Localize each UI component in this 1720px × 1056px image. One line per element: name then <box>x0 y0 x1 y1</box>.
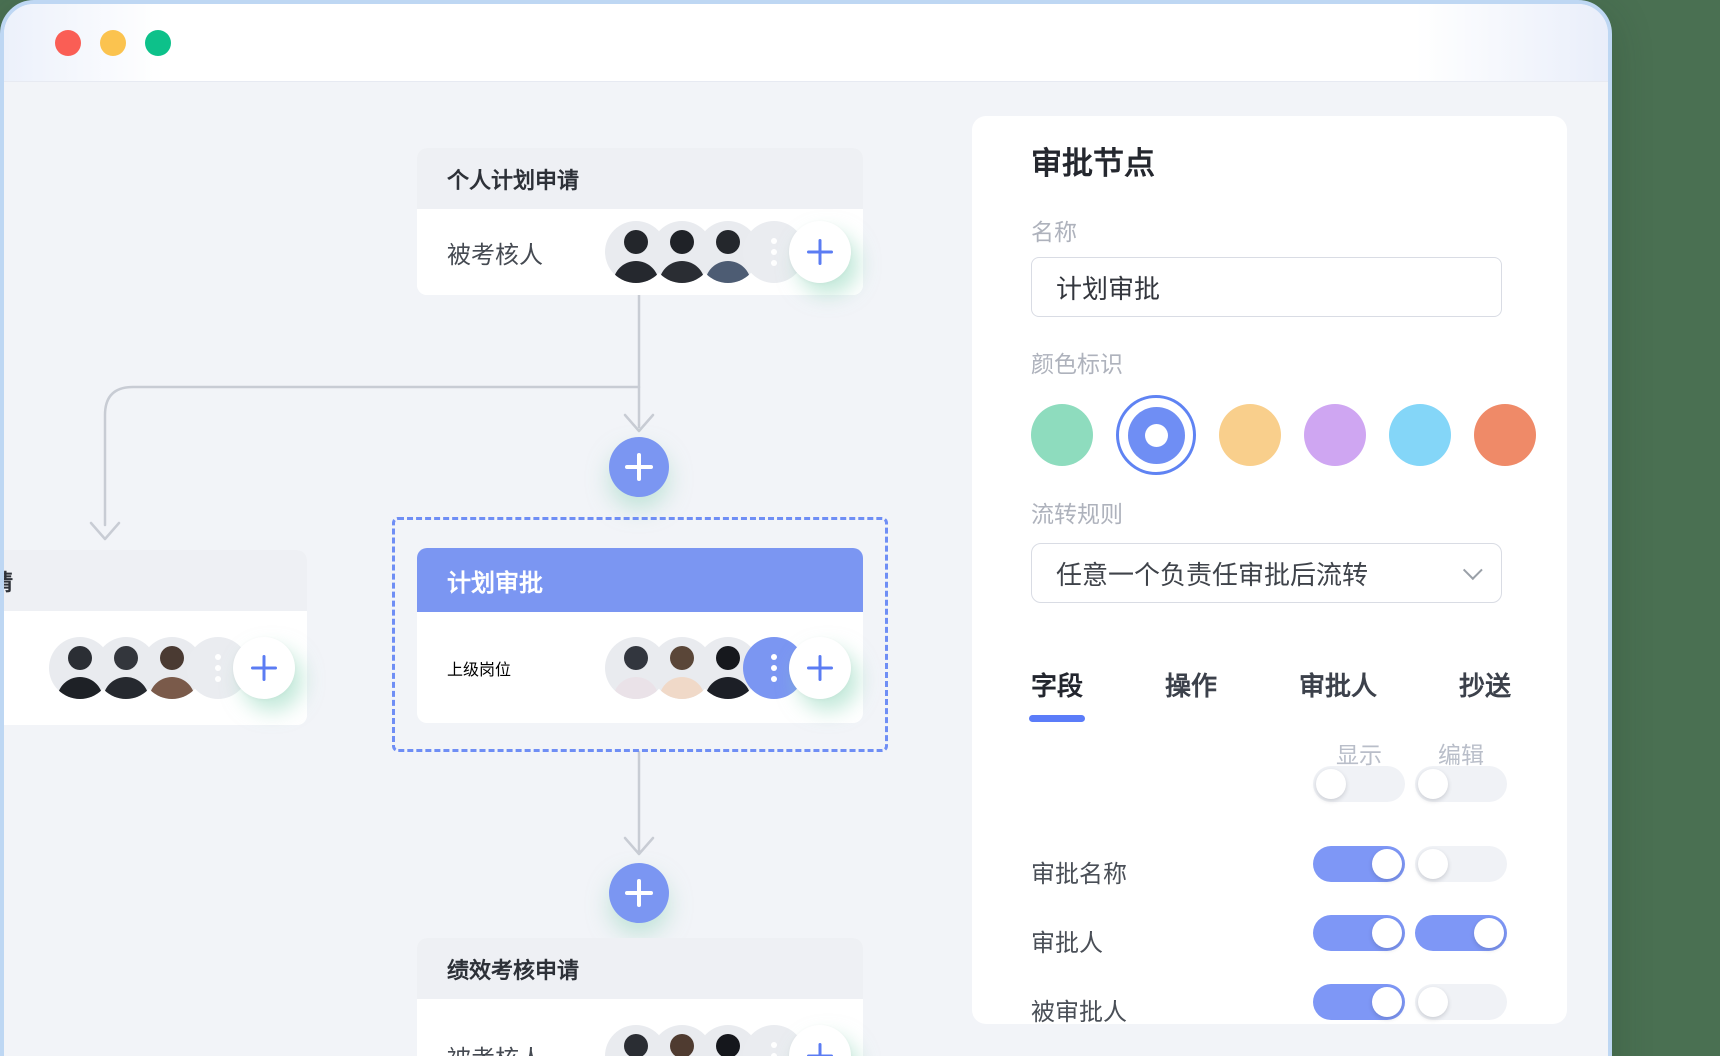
color-swatch-purple[interactable] <box>1304 404 1366 466</box>
color-swatch-green[interactable] <box>1031 404 1093 466</box>
add-node-button[interactable] <box>609 863 669 923</box>
row-label-approver: 审批人 <box>1031 930 1103 957</box>
node-card-plan-approval-selected[interactable]: 计划审批 上级岗位 <box>417 548 863 723</box>
swatch-center-hole <box>1144 423 1168 447</box>
row-label-approval-name: 审批名称 <box>1031 861 1127 888</box>
node-card-left-partial[interactable]: 请 <box>4 550 307 725</box>
column-header-show: 显示 <box>1336 742 1382 768</box>
node-card-header: 计划审批 <box>417 548 863 612</box>
node-card-personal-plan[interactable]: 个人计划申请 被考核人 <box>417 148 863 295</box>
node-card-body: 被考核人 <box>417 999 863 1056</box>
node-card-header: 绩效考核申请 <box>417 938 863 999</box>
selected-node-outline: 计划审批 上级岗位 <box>392 517 888 752</box>
member-avatar-group <box>605 221 851 283</box>
toggle-all-edit[interactable] <box>1415 766 1507 802</box>
rule-select-value: 任意一个负责任审批后流转 <box>1056 559 1369 590</box>
app-window: 个人计划申请 被考核人 请 <box>0 0 1612 1056</box>
tab-approvers[interactable]: 审批人 <box>1298 671 1377 701</box>
member-avatar-group <box>49 637 295 699</box>
member-role-label: 被考核人 <box>447 1039 543 1056</box>
member-role-label: 被考核人 <box>447 241 543 269</box>
color-swatch-blue <box>1127 406 1185 464</box>
toggle-approver-show[interactable] <box>1313 915 1405 951</box>
workflow-canvas: 个人计划申请 被考核人 请 <box>4 82 1608 1056</box>
tab-fields[interactable]: 字段 <box>1031 671 1084 701</box>
node-title: 计划审批 <box>447 569 543 597</box>
add-member-button[interactable] <box>789 636 851 699</box>
node-card-header: 请 <box>4 550 307 611</box>
color-swatch-yellow[interactable] <box>1219 404 1281 466</box>
toggle-all-show[interactable] <box>1313 766 1405 802</box>
rule-select[interactable]: 任意一个负责任审批后流转 <box>1031 543 1502 603</box>
node-card-body <box>4 611 307 725</box>
panel-tabs: 字段 操作 审批人 抄送 <box>1031 666 1511 703</box>
toggle-approver-edit[interactable] <box>1415 915 1507 951</box>
chevron-down-icon <box>1462 560 1483 581</box>
color-swatch-cyan[interactable] <box>1389 404 1451 466</box>
toggle-approval-name-edit[interactable] <box>1415 846 1507 882</box>
add-member-button[interactable] <box>789 221 851 283</box>
node-settings-panel: 审批节点 名称 颜色标识 流转规则 任意一个负责任审批后流转 <box>972 116 1567 1026</box>
titlebar <box>4 4 1608 82</box>
zoom-button[interactable] <box>145 29 171 56</box>
name-input[interactable] <box>1031 257 1502 317</box>
node-title-clipped: 请 <box>4 565 13 597</box>
node-title: 绩效考核申请 <box>447 957 580 983</box>
member-avatar-group <box>605 1025 851 1056</box>
toggle-approvee-show[interactable] <box>1313 984 1405 1020</box>
minimize-button[interactable] <box>100 29 126 56</box>
color-swatch-orange[interactable] <box>1474 404 1536 466</box>
tab-actions[interactable]: 操作 <box>1164 671 1217 701</box>
color-swatch-row <box>1031 395 1536 475</box>
add-node-button[interactable] <box>609 437 669 497</box>
color-field-label: 颜色标识 <box>1031 351 1123 377</box>
column-header-edit: 编辑 <box>1438 742 1484 768</box>
add-member-button[interactable] <box>789 1025 851 1056</box>
row-label-approvee: 被审批人 <box>1031 999 1127 1026</box>
active-tab-underline <box>1029 715 1085 722</box>
color-swatch-blue-selected[interactable] <box>1116 395 1196 475</box>
panel-title: 审批节点 <box>1031 146 1155 181</box>
rule-field-label: 流转规则 <box>1031 501 1123 527</box>
node-card-performance-review[interactable]: 绩效考核申请 被考核人 <box>417 938 863 1056</box>
member-role-label: 上级岗位 <box>447 661 512 679</box>
member-avatar-group <box>605 636 851 699</box>
toggle-approval-name-show[interactable] <box>1313 846 1405 882</box>
tab-cc[interactable]: 抄送 <box>1458 671 1511 701</box>
toggle-approvee-edit[interactable] <box>1415 984 1507 1020</box>
node-card-body: 被考核人 <box>417 209 863 295</box>
close-button[interactable] <box>55 29 81 56</box>
node-card-body: 上级岗位 <box>417 612 863 723</box>
node-title: 个人计划申请 <box>447 167 580 193</box>
add-member-button[interactable] <box>233 637 295 699</box>
name-field-label: 名称 <box>1031 219 1077 245</box>
node-card-header: 个人计划申请 <box>417 148 863 209</box>
